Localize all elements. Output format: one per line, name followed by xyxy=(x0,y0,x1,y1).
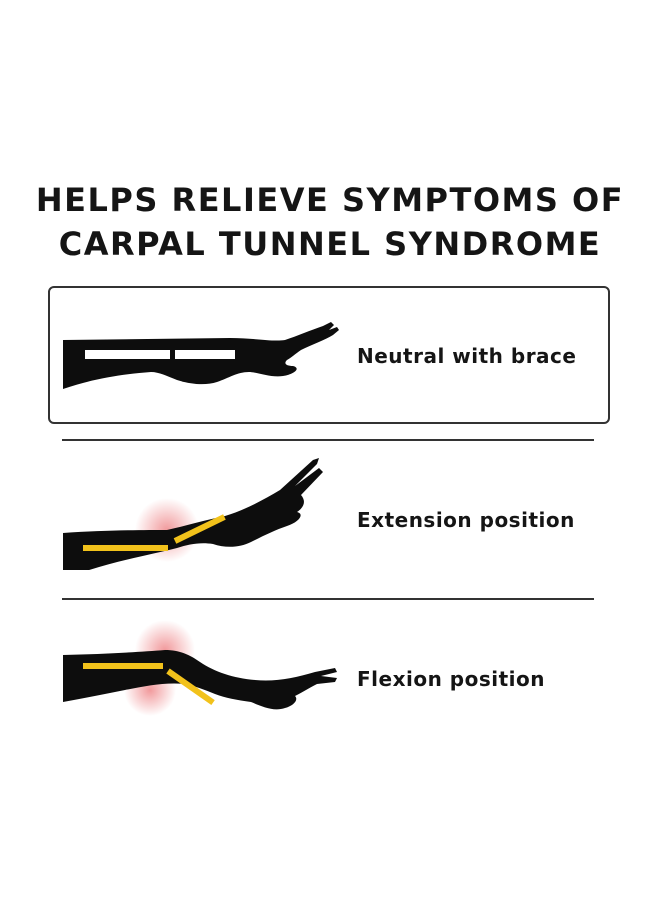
divider-line-2 xyxy=(62,598,594,600)
divider-line-1 xyxy=(62,439,594,441)
brace-splint-hand xyxy=(175,350,235,359)
flexion-position-label: Flexion position xyxy=(357,667,545,691)
neutral-position-label: Neutral with brace xyxy=(357,344,577,368)
splint-forearm xyxy=(83,663,163,669)
splint-hand xyxy=(166,668,215,706)
headline: HELPS RELIEVE SYMPTOMS OF CARPAL TUNNEL … xyxy=(0,178,660,266)
arm-silhouette xyxy=(63,650,337,710)
splint-hand xyxy=(173,514,226,544)
arm-silhouette xyxy=(63,458,323,570)
neutral-position-frame xyxy=(48,286,610,424)
extension-arm-illustration xyxy=(63,458,323,570)
splint-forearm xyxy=(83,545,168,551)
headline-line-2: CARPAL TUNNEL SYNDROME xyxy=(58,225,602,263)
extension-position-label: Extension position xyxy=(357,508,575,532)
flexion-arm-illustration xyxy=(63,620,337,716)
headline-line-1: HELPS RELIEVE SYMPTOMS OF xyxy=(35,181,625,219)
neutral-arm-illustration xyxy=(63,322,339,389)
brace-splint-forearm xyxy=(85,350,170,359)
